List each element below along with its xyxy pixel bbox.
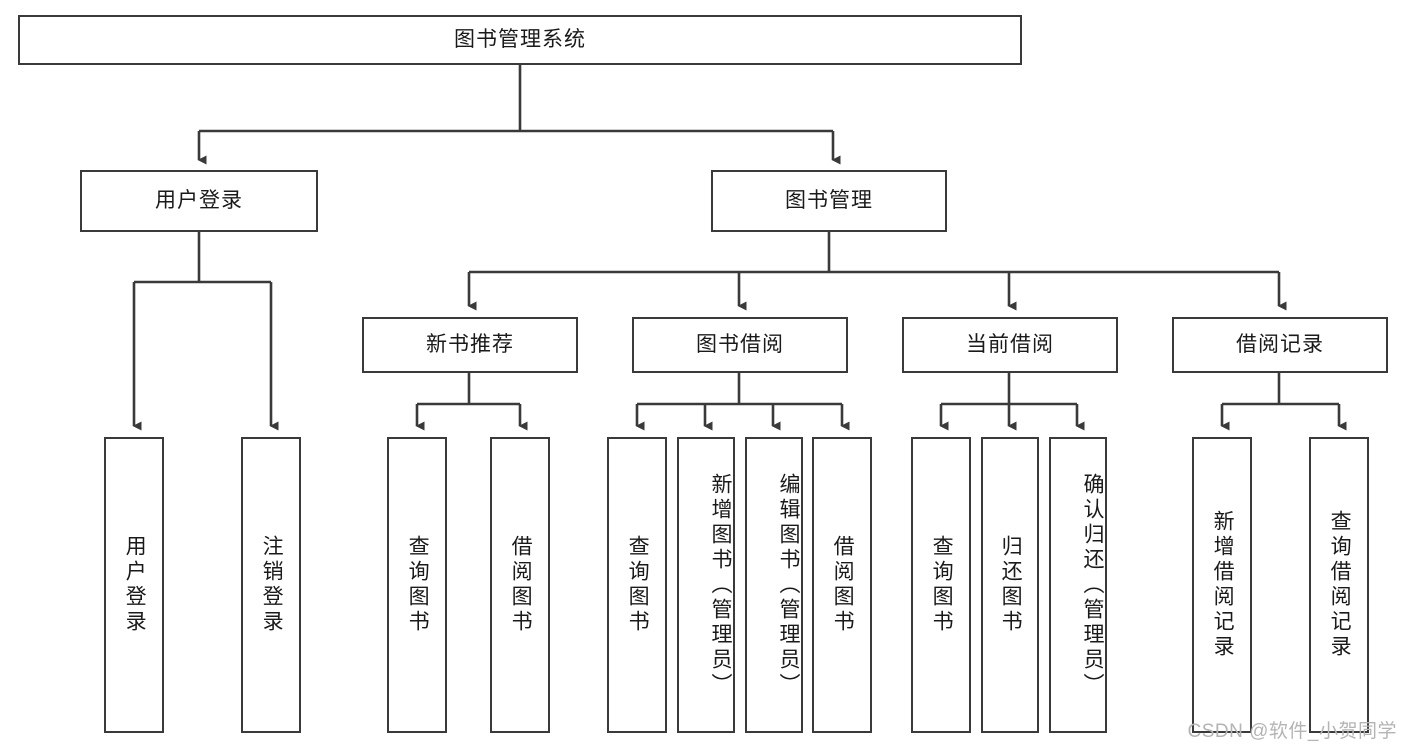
node-label: 编辑图书（管理员） (777, 472, 800, 698)
node-label: 查询借阅记录 (1328, 510, 1352, 660)
node-label: 图书管理系统 (454, 28, 586, 52)
leaf-query-book-borrow[interactable]: 查询图书 (607, 437, 667, 733)
node-label: 借阅记录 (1236, 333, 1324, 357)
node-label: 注销登录 (260, 535, 284, 635)
watermark-text: CSDN @软件_小贺同学 (1187, 721, 1397, 742)
leaf-borrow-book[interactable]: 借阅图书 (812, 437, 872, 733)
node-label: 用户登录 (155, 189, 243, 213)
node-current-borrow[interactable]: 当前借阅 (902, 317, 1118, 373)
node-label: 查询图书 (930, 535, 954, 635)
leaf-return-book[interactable]: 归还图书 (981, 437, 1039, 733)
node-root-book-management-system[interactable]: 图书管理系统 (18, 15, 1022, 65)
node-label: 图书借阅 (696, 333, 784, 357)
node-label: 查询图书 (626, 535, 650, 635)
leaf-add-book-admin[interactable]: 新增图书（管理员） (677, 437, 735, 733)
node-label: 用户登录 (123, 535, 147, 635)
node-label: 查询图书 (406, 535, 430, 635)
node-label: 借阅图书 (509, 535, 533, 635)
node-book-management[interactable]: 图书管理 (711, 170, 947, 232)
leaf-query-book-recommend[interactable]: 查询图书 (387, 437, 447, 733)
node-user-login[interactable]: 用户登录 (80, 170, 318, 232)
node-book-borrow[interactable]: 图书借阅 (632, 317, 848, 373)
leaf-logout[interactable]: 注销登录 (241, 437, 301, 733)
node-label: 确认归还（管理员） (1081, 472, 1104, 698)
leaf-add-borrow-record[interactable]: 新增借阅记录 (1192, 437, 1252, 733)
leaf-confirm-return-admin[interactable]: 确认归还（管理员） (1049, 437, 1107, 733)
node-label: 当前借阅 (966, 333, 1054, 357)
node-label: 新增借阅记录 (1211, 510, 1235, 660)
leaf-user-login[interactable]: 用户登录 (104, 437, 164, 733)
node-borrow-record[interactable]: 借阅记录 (1172, 317, 1388, 373)
leaf-query-book-current[interactable]: 查询图书 (911, 437, 971, 733)
leaf-query-borrow-record[interactable]: 查询借阅记录 (1309, 437, 1369, 733)
leaf-borrow-book-recommend[interactable]: 借阅图书 (490, 437, 550, 733)
node-label: 借阅图书 (831, 535, 855, 635)
node-label: 图书管理 (785, 189, 873, 213)
node-label: 新增图书（管理员） (709, 472, 732, 698)
node-new-book-recommend[interactable]: 新书推荐 (362, 317, 578, 373)
node-label: 新书推荐 (426, 333, 514, 357)
leaf-edit-book-admin[interactable]: 编辑图书（管理员） (745, 437, 803, 733)
node-label: 归还图书 (999, 535, 1023, 635)
